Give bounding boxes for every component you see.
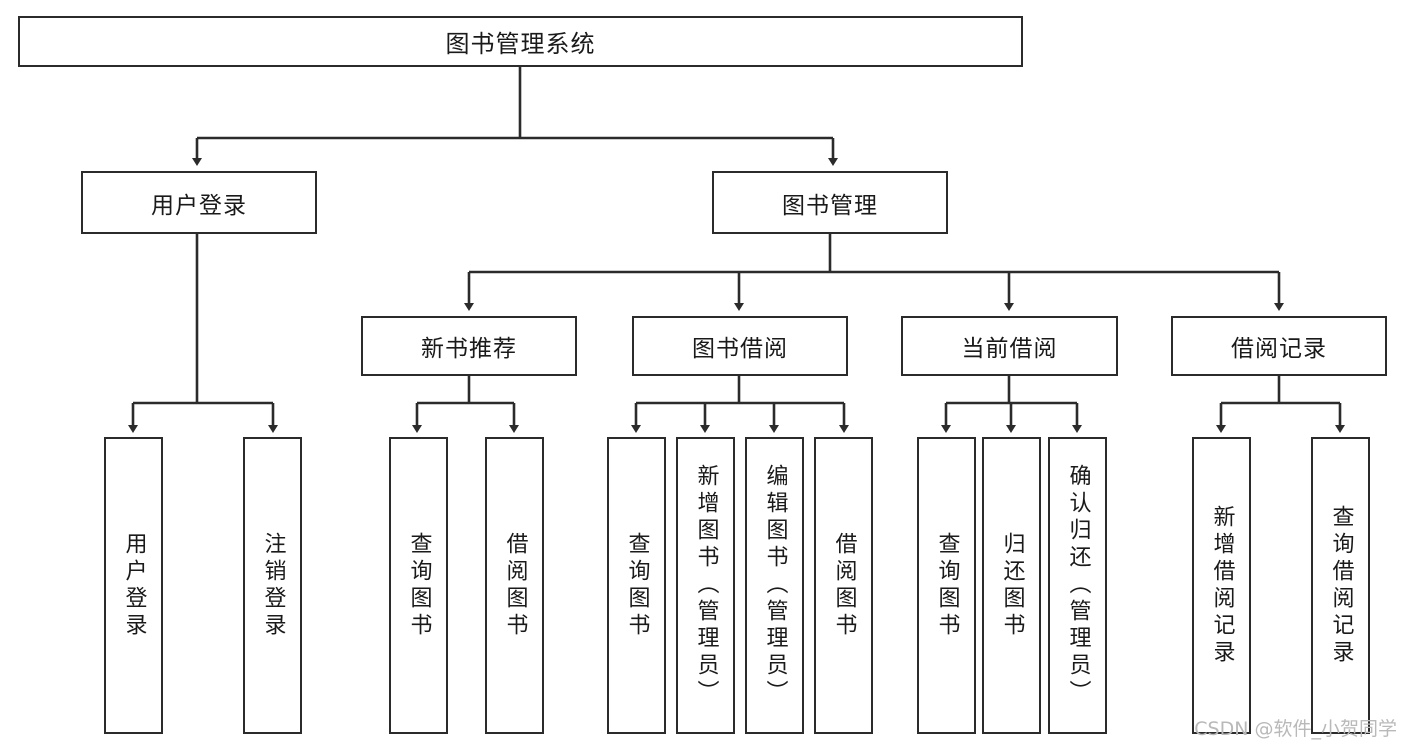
node-leaf-query-book-1[interactable]: 查询图书 bbox=[389, 437, 448, 734]
node-leaf-borrow-book-1-label: 借阅图书 bbox=[502, 531, 528, 640]
node-current-borrow-label: 当前借阅 bbox=[961, 336, 1058, 362]
node-book-borrow[interactable]: 图书借阅 bbox=[632, 316, 848, 376]
node-leaf-add-book-label: 新增图书（管理员） bbox=[693, 464, 719, 707]
node-leaf-query-book-3-label: 查询图书 bbox=[934, 531, 960, 640]
node-leaf-edit-book[interactable]: 编辑图书（管理员） bbox=[745, 437, 804, 734]
node-leaf-return-book-label: 归还图书 bbox=[999, 531, 1025, 640]
node-current-borrow[interactable]: 当前借阅 bbox=[901, 316, 1118, 376]
node-leaf-add-record-label: 新增借阅记录 bbox=[1209, 504, 1235, 667]
node-book-manage-label: 图书管理 bbox=[782, 192, 878, 219]
node-leaf-query-book-1-label: 查询图书 bbox=[406, 531, 432, 640]
node-leaf-user-login[interactable]: 用户登录 bbox=[104, 437, 163, 734]
node-leaf-query-book-3[interactable]: 查询图书 bbox=[917, 437, 976, 734]
node-borrow-record[interactable]: 借阅记录 bbox=[1171, 316, 1387, 376]
node-leaf-borrow-book-1[interactable]: 借阅图书 bbox=[485, 437, 544, 734]
node-book-borrow-label: 图书借阅 bbox=[692, 336, 788, 362]
node-user-login[interactable]: 用户登录 bbox=[81, 171, 317, 234]
node-root[interactable]: 图书管理系统 bbox=[18, 16, 1023, 67]
node-leaf-add-record[interactable]: 新增借阅记录 bbox=[1192, 437, 1251, 734]
node-leaf-confirm-return[interactable]: 确认归还（管理员） bbox=[1048, 437, 1107, 734]
node-leaf-query-record-label: 查询借阅记录 bbox=[1328, 504, 1354, 667]
node-new-book-rec-label: 新书推荐 bbox=[421, 336, 517, 362]
watermark-text: CSDN @软件_小贺同学 bbox=[1194, 718, 1397, 740]
node-leaf-user-login-label: 用户登录 bbox=[121, 531, 147, 640]
node-leaf-edit-book-label: 编辑图书（管理员） bbox=[762, 464, 788, 707]
node-borrow-record-label: 借阅记录 bbox=[1231, 336, 1327, 362]
node-leaf-query-book-2[interactable]: 查询图书 bbox=[607, 437, 666, 734]
node-leaf-query-book-2-label: 查询图书 bbox=[624, 531, 650, 640]
node-root-label: 图书管理系统 bbox=[445, 30, 596, 58]
node-user-login-label: 用户登录 bbox=[151, 192, 247, 219]
node-leaf-borrow-book-2-label: 借阅图书 bbox=[831, 531, 857, 640]
node-leaf-query-record[interactable]: 查询借阅记录 bbox=[1311, 437, 1370, 734]
node-leaf-borrow-book-2[interactable]: 借阅图书 bbox=[814, 437, 873, 734]
node-leaf-logout-label: 注销登录 bbox=[260, 531, 286, 640]
node-new-book-rec[interactable]: 新书推荐 bbox=[361, 316, 577, 376]
node-leaf-add-book[interactable]: 新增图书（管理员） bbox=[676, 437, 735, 734]
node-leaf-logout[interactable]: 注销登录 bbox=[243, 437, 302, 734]
node-leaf-return-book[interactable]: 归还图书 bbox=[982, 437, 1041, 734]
node-leaf-confirm-return-label: 确认归还（管理员） bbox=[1065, 464, 1091, 707]
node-book-manage[interactable]: 图书管理 bbox=[712, 171, 948, 234]
